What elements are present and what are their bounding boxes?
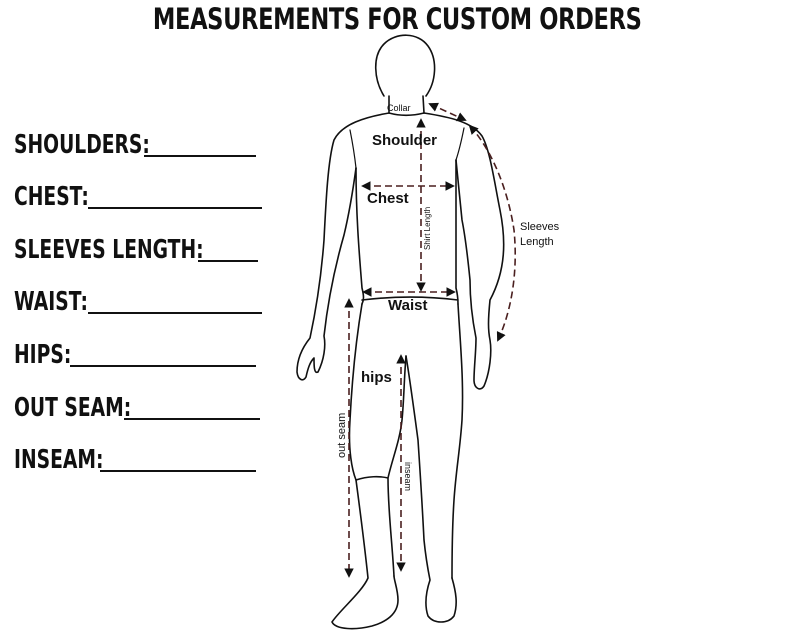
shoulders-field: SHOULDERS:	[14, 126, 264, 160]
collar-outline	[388, 112, 425, 117]
out-seam-blank-line	[124, 418, 260, 420]
chest-label: CHEST:	[14, 182, 89, 212]
out-seam-label: out seam	[336, 413, 348, 458]
shirt-length-label: Shirt Length	[423, 207, 432, 250]
inseam-field: INSEAM:	[14, 441, 266, 475]
waist-outline	[355, 159, 459, 305]
left-shoulder-seam	[349, 129, 357, 169]
hips-blank-line	[70, 365, 256, 367]
neck-outline	[388, 95, 425, 114]
waist-label: Waist	[388, 297, 427, 314]
chest-label: Chest	[367, 190, 409, 207]
page-title: MEASUREMENTS FOR CUSTOM ORDERS	[152, 2, 642, 36]
sleeves-length-label: SLEEVES LENGTH:	[14, 235, 204, 265]
collar-measure-line	[428, 102, 467, 122]
chest-field: CHEST:	[14, 178, 266, 212]
right-leg-inner-outline	[405, 355, 457, 623]
right-shoulder-seam	[455, 127, 465, 161]
sleeves-length-blank-line	[198, 260, 258, 262]
inseam-blank-line	[100, 470, 256, 472]
hips-label: HIPS:	[14, 340, 72, 370]
left-leg-outline	[331, 303, 399, 630]
out-seam-field: OUT SEAM:	[14, 389, 266, 423]
sleeves-length-field: SLEEVES LENGTH:	[14, 231, 266, 265]
sleeves-label-line1: Sleeves	[520, 221, 560, 233]
collar-label: Collar	[387, 103, 411, 113]
head-outline	[374, 34, 436, 97]
hips-label: hips	[361, 369, 392, 386]
chest-blank-line	[88, 207, 262, 209]
sleeves-length-measure-line	[468, 124, 517, 342]
inseam-label: inseam	[403, 462, 413, 491]
waist-blank-line	[88, 312, 262, 314]
shoulders-label: SHOULDERS:	[14, 130, 150, 160]
hips-field: HIPS:	[14, 336, 266, 370]
waist-label: WAIST:	[14, 287, 88, 317]
sleeves-label-line2: Length	[520, 236, 554, 248]
left-arm-outline	[296, 112, 390, 381]
shoulder-label: Shoulder	[372, 132, 437, 149]
right-arm-outline	[423, 112, 505, 390]
shoulders-blank-line	[144, 155, 256, 157]
right-leg-outline	[451, 303, 464, 579]
inseam-label: INSEAM:	[14, 445, 104, 475]
waist-field: WAIST:	[14, 283, 266, 317]
out-seam-label: OUT SEAM:	[14, 393, 132, 423]
